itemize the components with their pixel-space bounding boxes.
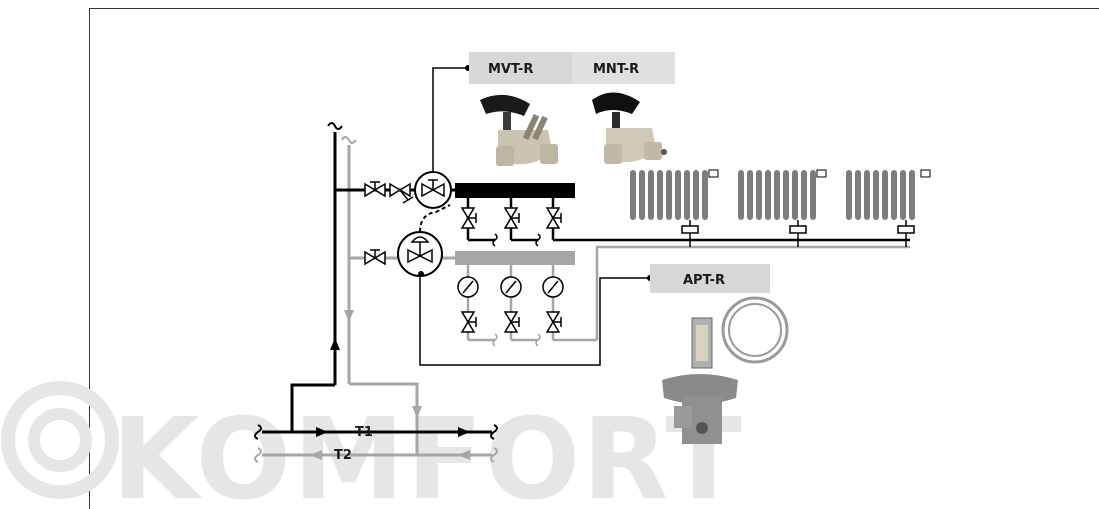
apt-label-box: APT-R xyxy=(650,264,770,293)
mvt-label-box: MVT-R xyxy=(469,52,572,84)
diagram-frame xyxy=(89,8,1099,509)
radiator-icon xyxy=(630,170,708,220)
svg-text:APT-R: APT-R xyxy=(683,273,725,288)
balancing-valve-mvt-icon xyxy=(414,171,452,209)
return-branch-gauges xyxy=(457,265,597,347)
return-flow-arrow-down xyxy=(344,310,354,322)
watermark-ring-outer xyxy=(1,381,119,499)
main-t1-line xyxy=(254,424,498,440)
differential-pressure-controller-photo xyxy=(662,296,789,444)
mnt-label-box: MNT-R xyxy=(572,52,675,84)
return-from-radiators xyxy=(595,245,910,340)
supply-branch-valves xyxy=(460,198,562,247)
return-flow-arrow-down-2 xyxy=(412,406,422,418)
shutoff-valve-icon xyxy=(364,181,386,198)
impulse-tube xyxy=(419,204,451,233)
supply-flow-arrow-up xyxy=(330,338,340,350)
t1-label: T1 xyxy=(355,425,373,440)
supply-manifold xyxy=(455,183,575,198)
t2-label: T2 xyxy=(334,448,352,463)
return-manifold xyxy=(455,251,575,265)
drain-valve-icon xyxy=(389,182,414,204)
radiator-connection xyxy=(897,220,915,247)
apt-leader-line xyxy=(419,276,632,366)
svg-text:MNT-R: MNT-R xyxy=(593,62,639,77)
radiator-connection xyxy=(789,220,807,247)
supply-riser xyxy=(262,122,343,434)
radiator-connection xyxy=(681,220,699,247)
radiator-valve-head xyxy=(708,169,719,178)
watermark: KOMFORT xyxy=(1,381,744,509)
radiator-valve-head xyxy=(816,169,827,178)
balancing-valve-photo xyxy=(480,94,558,166)
differential-pressure-controller-icon xyxy=(397,231,443,277)
watermark-text: KOMFORT xyxy=(112,395,744,509)
apt-leader-dot-start xyxy=(418,271,424,277)
radiator-valve-head xyxy=(920,169,931,178)
svg-text:MVT-R: MVT-R xyxy=(488,62,533,77)
mvt-leader-line xyxy=(432,67,468,172)
radiator-icon xyxy=(738,170,816,220)
main-t2-line xyxy=(254,447,498,463)
mnt-valve-photo xyxy=(592,92,667,164)
return-shutoff-valve-icon xyxy=(364,249,386,266)
radiator-icon xyxy=(846,170,915,220)
watermark-ring-inner xyxy=(28,408,92,472)
